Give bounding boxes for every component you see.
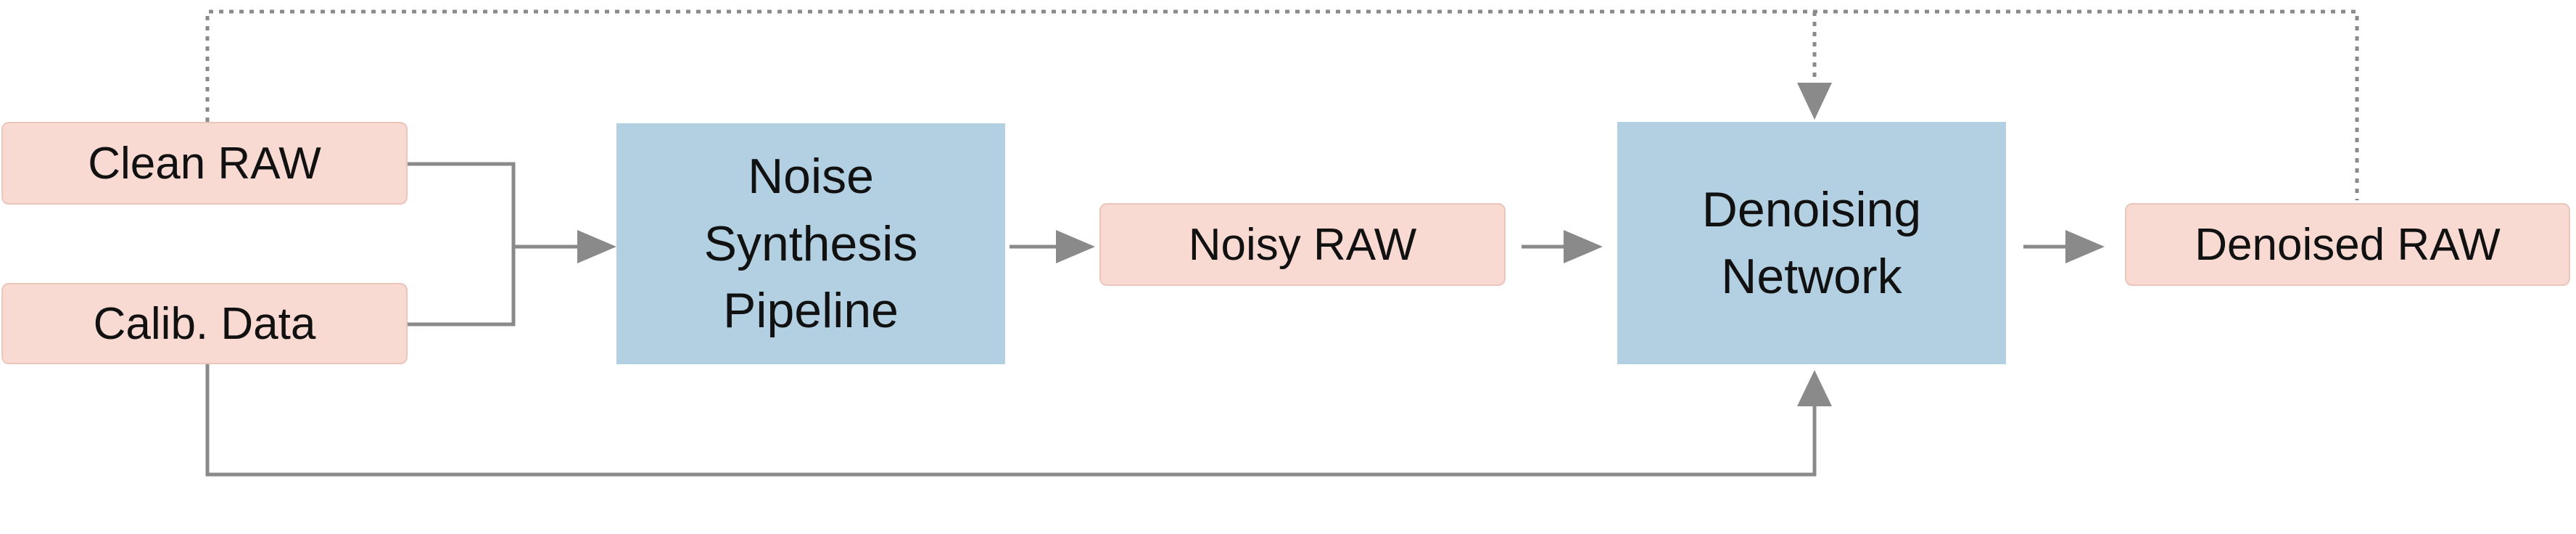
denoising-network-label: Denoising Network (1701, 181, 1922, 304)
noisy-raw-label: Noisy RAW (1188, 219, 1417, 270)
denoised-raw-node: Denoised RAW (2125, 203, 2570, 286)
noisy-raw-node: Noisy RAW (1099, 203, 1506, 286)
calib-data-label: Calib. Data (93, 298, 316, 349)
denoising-network-node: Denoising Network (1617, 122, 2006, 364)
arrowhead-to-denoising-network (1564, 230, 1603, 263)
edge-calib-to-network (205, 364, 1817, 477)
arrowhead-dotted-to-network (1797, 83, 1832, 120)
calib-data-node: Calib. Data (1, 283, 408, 364)
arrowhead-to-noise-synthesis (577, 230, 616, 263)
edge-dotted-clean-raw-to-network (205, 9, 2359, 200)
noise-synthesis-pipeline-label: Noise Synthesis Pipeline (703, 149, 918, 339)
clean-raw-label: Clean RAW (88, 138, 321, 189)
denoised-raw-label: Denoised RAW (2195, 219, 2501, 270)
arrowhead-to-noisy-raw (1056, 230, 1095, 263)
arrowhead-to-denoised-raw (2065, 230, 2105, 263)
arrowhead-calib-to-network (1797, 370, 1832, 406)
noise-synthesis-pipeline-node: Noise Synthesis Pipeline (616, 123, 1005, 364)
clean-raw-node: Clean RAW (1, 122, 408, 205)
edge-clean-raw-to-merge (406, 162, 516, 326)
